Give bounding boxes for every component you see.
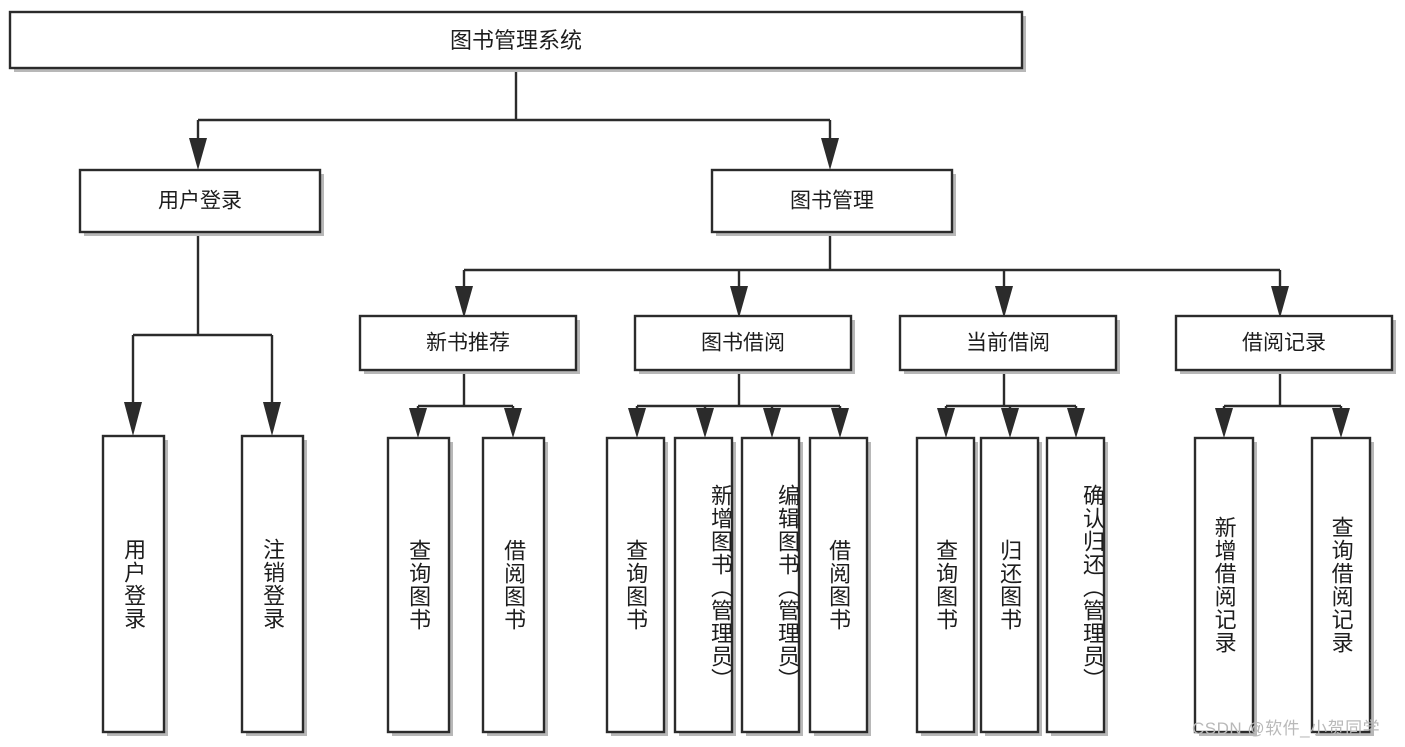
root-node-box[interactable] [8, 10, 1024, 70]
root-node-label: 图书管理系统 [450, 28, 582, 53]
leaf-box-borrowrecord-add[interactable] [1193, 436, 1255, 734]
leaf-box-newbook-borrow[interactable] [481, 436, 546, 734]
leaf-box-newbook-query[interactable] [386, 436, 451, 734]
csdn-watermark: CSDN @软件_小贺同学 [1192, 719, 1381, 738]
arrow-head-currentborrow-leaf-1 [937, 408, 955, 438]
leaf-box-user-login[interactable] [101, 434, 166, 734]
level2-node-label-book-manage: 图书管理 [790, 190, 874, 213]
leaf-box-currentborrow-query[interactable] [915, 436, 976, 734]
arrow-head-newbook-leaf-2 [504, 408, 522, 438]
arrow-head-new-book [455, 286, 473, 318]
arrow-head-bookborrow-leaf-1 [628, 408, 646, 438]
leaf-box-bookborrow-borrow[interactable] [808, 436, 869, 734]
leaf-box-bookborrow-add[interactable] [673, 436, 734, 734]
arrow-head-book-manage [821, 138, 839, 170]
arrow-head-newbook-leaf-1 [409, 408, 427, 438]
node-layer: 图书管理系统 用户登录 图书管理 新书推荐 图书借阅 当前借阅 借阅记录 [8, 10, 1396, 736]
leaf-box-bookborrow-query[interactable] [605, 436, 666, 734]
leaf-box-currentborrow-return[interactable] [979, 436, 1040, 734]
arrow-head-current-borrow [995, 286, 1013, 318]
leaf-box-currentborrow-confirm[interactable] [1045, 436, 1106, 734]
arrow-head-bookborrow-leaf-4 [831, 408, 849, 438]
arrow-head-user-login [189, 138, 207, 170]
arrow-head-bookborrow-leaf-2 [696, 408, 714, 438]
level2-node-box-user-login[interactable] [78, 168, 322, 234]
arrow-head-leaf-user-login [124, 402, 142, 436]
leaf-box-borrowrecord-query[interactable] [1310, 436, 1372, 734]
arrow-head-currentborrow-leaf-2 [1001, 408, 1019, 438]
level3-node-label-book-borrow: 图书借阅 [701, 332, 785, 355]
level3-node-label-borrow-record: 借阅记录 [1242, 332, 1326, 355]
leaf-box-bookborrow-edit[interactable] [740, 436, 801, 734]
level3-node-label-current-borrow: 当前借阅 [966, 332, 1050, 355]
arrow-head-currentborrow-leaf-3 [1067, 408, 1085, 438]
arrow-head-borrowrecord-leaf-1 [1215, 408, 1233, 438]
arrow-head-bookborrow-leaf-3 [763, 408, 781, 438]
arrow-head-borrowrecord-leaf-2 [1332, 408, 1350, 438]
arrow-head-book-borrow [730, 286, 748, 318]
arrow-head-leaf-logout [263, 402, 281, 436]
level3-node-box-current-borrow[interactable] [898, 314, 1118, 372]
leaf-box-logout[interactable] [240, 434, 305, 734]
level3-node-box-borrow-record[interactable] [1174, 314, 1394, 372]
connector-layer [124, 68, 1350, 438]
arrow-head-borrow-record [1271, 286, 1289, 318]
level3-node-label-new-book-recommend: 新书推荐 [426, 332, 510, 355]
level3-node-box-book-borrow[interactable] [633, 314, 853, 372]
level3-node-box-new-book-recommend[interactable] [358, 314, 578, 372]
level2-node-label-user-login: 用户登录 [158, 190, 242, 213]
level2-node-box-book-manage[interactable] [710, 168, 954, 234]
